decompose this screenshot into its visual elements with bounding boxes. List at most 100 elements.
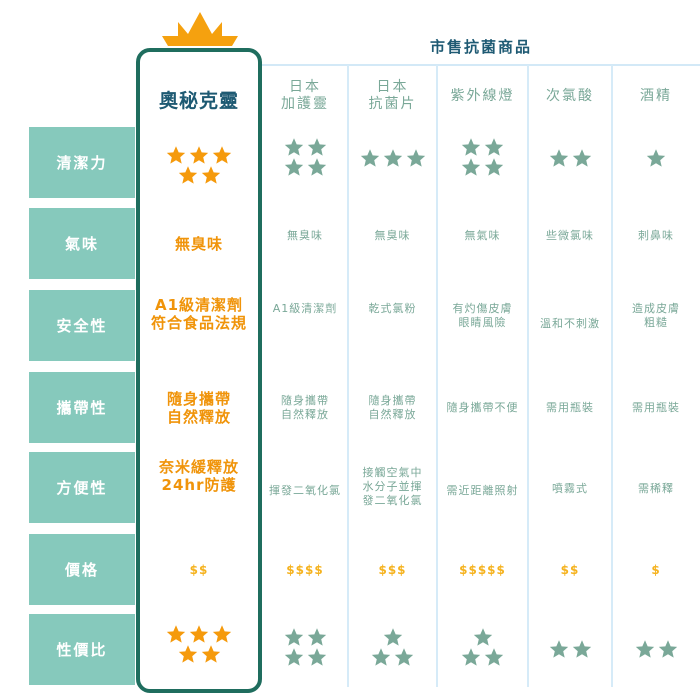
star-icon [572,640,591,658]
star-icon [307,158,326,176]
row-label-text: 攜帶性 [56,399,108,417]
star-icon [484,648,504,666]
comparison-cell-value: 刺鼻味 [638,229,674,242]
star-icon [284,158,303,176]
star-icon [201,645,220,663]
star-icon [284,628,303,646]
column-divider [611,65,613,687]
column-header-label: 紫外線燈 [450,87,515,104]
comparison-cell: $ [612,534,700,605]
comparison-cell-value: $$$$$ [459,562,506,577]
column-header: 日本 抗菌片 [348,66,437,126]
brand-cell-value: A1級清潔劑 符合食品法規 [150,296,247,332]
comparison-cell-value: $ [651,562,661,577]
star-icon [284,648,303,666]
star-icon [307,648,326,666]
comparison-cell-value: $$ [560,562,580,577]
comparison-cell: 乾式氯粉 [348,290,437,361]
star-rating [283,137,328,177]
comparison-cell-value: A1級清潔劑 [272,302,338,315]
row-label: 價格 [29,534,135,605]
brand-cell-value: $$ [189,562,209,577]
star-rating [165,624,233,664]
star-rating [548,148,593,168]
comparison-cell [437,614,528,685]
comparison-cell [528,127,612,198]
comparison-cell-value: 隨身攜帶 自然釋放 [368,393,417,421]
comparison-cell: 揮發二氧化氯 [262,452,348,523]
brand-name: 奧秘克靈 [158,90,239,112]
star-icon [178,645,197,663]
brand-cell-value: 隨身攜帶 自然釋放 [166,389,231,426]
comparison-cell-value: 接觸空氣中 水分子並揮 發二氧化氯 [362,466,423,507]
comparison-cell-value: 無臭味 [374,229,411,242]
comparison-cell: 刺鼻味 [612,208,700,279]
column-divider [436,65,438,687]
comparison-cell-value: 需用瓶裝 [546,400,594,414]
star-rating [283,627,328,667]
comparison-cell: 些微氯味 [528,208,612,279]
comparison-cell: 有灼傷皮膚 眼睛風險 [437,290,528,361]
brand-cell-value: 奈米緩釋放 24hr防護 [158,458,239,494]
comparison-cell: 需近距離照射 [437,452,528,523]
comparison-cell-value: 噴霧式 [552,482,588,495]
star-icon [166,625,186,643]
comparison-cell-value: 隨身攜帶不便 [446,400,519,414]
row-label: 氣味 [29,208,135,279]
star-icon [394,648,414,666]
star-rating [645,148,667,168]
row-label-text: 方便性 [56,479,108,497]
star-icon [307,628,326,646]
comparison-cell: $$ [528,534,612,605]
comparison-cell: $$$$ [262,534,348,605]
comparison-cell: 隨身攜帶 自然釋放 [348,372,437,443]
brand-highlight-column [136,48,262,693]
star-icon [461,648,481,666]
comparison-cell: 需稀釋 [612,452,700,523]
star-icon [360,149,379,167]
comparison-cell-value: 揮發二氧化氯 [269,484,341,497]
comparison-cell-value: 需用瓶裝 [632,400,680,414]
comparison-cell-value: 有灼傷皮膚 眼睛風險 [452,302,513,329]
brand-cell: $$ [140,534,258,605]
star-icon [461,138,481,156]
brand-cell: 隨身攜帶 自然釋放 [140,372,258,443]
comparison-cell-value: $$$$ [286,562,324,577]
brand-cell: 無臭味 [140,208,258,279]
comparison-cell-value: 無臭味 [287,229,323,242]
comparison-cell: 噴霧式 [528,452,612,523]
star-icon [461,158,481,176]
star-rating [460,137,505,177]
comparison-cell: $$$$$ [437,534,528,605]
comparison-cell [262,127,348,198]
comparison-cell: 無氣味 [437,208,528,279]
comparison-cell-value: 乾式氯粉 [368,302,417,315]
comparison-cell-value: 造成皮膚 粗糙 [632,302,680,329]
star-icon [658,640,677,658]
row-label-text: 性價比 [56,641,108,659]
star-icon [406,149,425,167]
star-rating [165,145,233,185]
brand-cell-value: 無臭味 [174,234,223,253]
comparison-cell [348,614,437,685]
star-icon [473,628,492,646]
comparison-cell [612,127,700,198]
column-header-label: 酒精 [640,87,672,104]
row-label: 攜帶性 [29,372,135,443]
column-divider [347,65,349,687]
brand-cell [140,614,258,685]
brand-cell: 奈米緩釋放 24hr防護 [140,452,258,523]
comparison-cell: 接觸空氣中 水分子並揮 發二氧化氯 [348,452,437,523]
star-rating [370,627,415,667]
comparison-cell: 無臭味 [348,208,437,279]
star-icon [635,640,654,658]
comparison-cell-value: 溫和不刺激 [540,317,600,330]
column-divider [527,65,529,687]
comparison-cell: 無臭味 [262,208,348,279]
column-header: 酒精 [612,66,700,126]
column-header-label: 日本 加護靈 [281,79,329,112]
comparison-cell-value: $$$ [378,562,407,577]
star-icon [212,146,232,164]
comparison-cell-value: 些微氯味 [546,229,594,242]
column-header: 日本 加護靈 [262,66,348,126]
